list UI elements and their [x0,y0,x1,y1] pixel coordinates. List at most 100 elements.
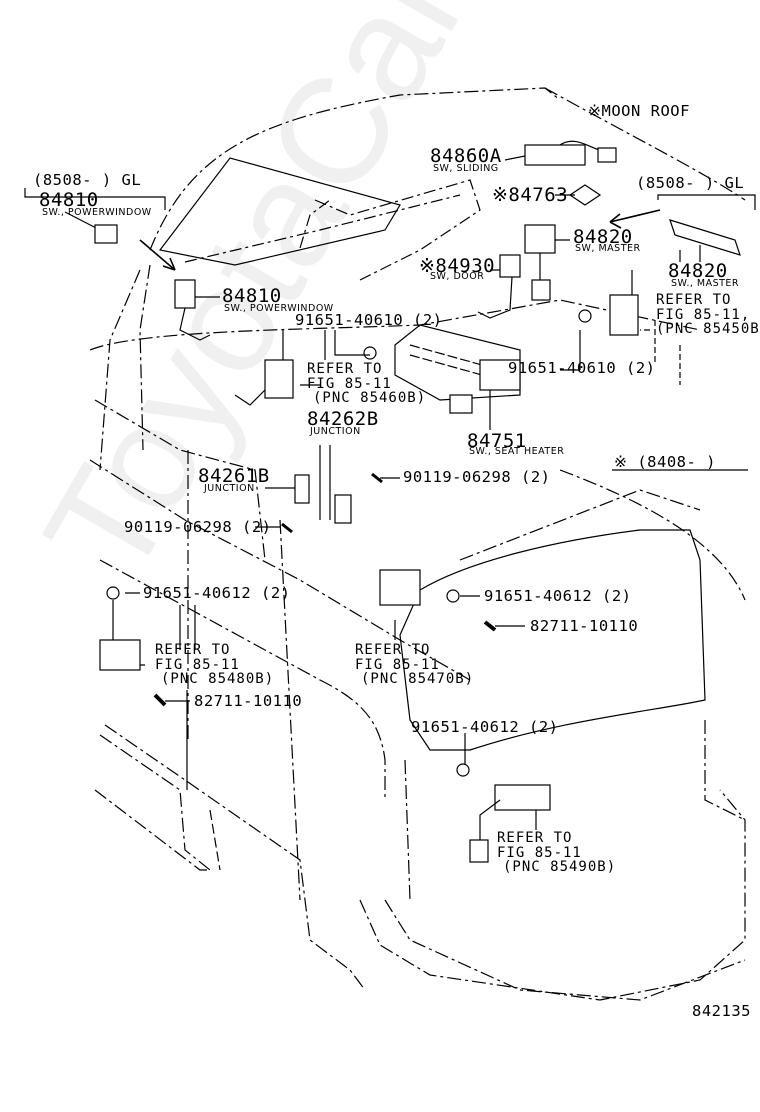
note-8408: ※ (8408- ) [614,453,716,471]
part-name-84751: SW., SEAT HEATER [469,446,565,457]
part-name-84261B: JUNCTION [204,483,255,494]
part-84820-connector [531,279,551,301]
part-84810-harness [179,307,211,341]
lower-sill-2 [99,734,211,871]
bolt-circle-1 [363,346,377,360]
part-screw-06298-a [371,472,383,484]
part-84810-switch [174,279,196,309]
part-number-84930[interactable]: ※84930 [419,255,496,277]
part-number-84763[interactable]: ※84763 [492,184,569,206]
lower-sill-3 [94,789,210,871]
part-84820-switch [524,224,556,254]
roof-interior [314,179,481,281]
part-84763-pad [568,184,602,206]
bolt-40610-a[interactable]: 91651-40610 (2) [295,311,443,329]
clip-10110-b[interactable]: 82711-10110 [530,617,639,635]
ref-85490B-line1: REFER TO [497,830,573,846]
part-number-84820[interactable]: 84820 [573,226,633,248]
center-console [394,324,521,401]
part-84262B-junction [334,494,352,524]
roof-outline [149,87,561,251]
leader-40610-b [560,330,581,371]
part-name-84820-gl: SW., MASTER [671,278,740,289]
part-screw-06298-b [281,522,293,534]
part-number-84810-left[interactable]: 84810 [39,189,99,211]
part-actuator-85470B [379,569,421,606]
part-actuator-85460B-harness [234,389,266,406]
part-number-84262B[interactable]: 84262B [307,408,379,430]
c-pillar [279,519,301,901]
part-84810-left-switch [94,224,118,244]
part-actuator-85480B [99,639,141,671]
screw-06298-b[interactable]: 90119-06298 (2) [124,518,272,536]
part-number-84860A[interactable]: 84860A [430,145,502,167]
part-85490B-connector [469,839,489,863]
ref-85480B-line1: REFER TO [155,642,231,658]
leader-10110-a [165,690,190,790]
bolt-40610-b[interactable]: 91651-40610 (2) [508,359,656,377]
bolt-40612-a[interactable]: 91651-40612 (2) [143,584,291,602]
part-actuator-85450B [609,294,639,336]
tailgate-left [404,759,411,901]
body-lower-left [89,459,471,681]
moon-roof-note: ※MOON ROOF [588,102,690,120]
arrow-to-84810 [139,239,176,271]
part-name-84930: SW, DOOR [430,271,485,282]
wheel-arch [209,809,221,871]
leader-gl-bracket-right [657,194,756,210]
part-84930-switch [499,254,521,278]
body-side-mid [94,399,266,561]
rear-body [559,469,746,601]
part-84860A-switch [524,144,586,166]
ref-85490B[interactable]: REFER TO FIG 85-11 (PNC 85490B) [497,831,616,875]
bolt-circle-2 [578,309,592,323]
bolt-circle-3 [106,586,120,600]
leader-84262B [319,445,331,520]
ref-85460B-line3: (PNC 85460B) [313,390,427,407]
clip-10110-a[interactable]: 82711-10110 [194,692,303,710]
ref-85490B-line2: FIG 85-11 [497,844,582,861]
ref-85490B-line3: (PNC 85490B) [503,859,617,876]
console-lines [409,344,501,381]
part-number-84820-gl[interactable]: 84820 [668,260,728,282]
leader-gl-bracket-left [24,188,166,210]
part-84860A-harness [559,140,601,151]
ref-85450B[interactable]: REFER TO FIG 85-11, (PNC 85450B [656,293,760,337]
screw-06298-a[interactable]: 90119-06298 (2) [403,468,551,486]
rear-window-top [459,489,701,561]
part-name-84262B: JUNCTION [310,426,361,437]
windshield-inner [184,194,461,263]
ref-85480B-line2: FIG 85-11 [155,656,240,673]
ref-85460B[interactable]: REFER TO FIG 85-11 (PNC 85460B) [307,362,426,406]
rear-side-window [99,559,386,800]
ref-85480B-line3: (PNC 85480B) [161,671,275,688]
leader-85450B [640,320,681,385]
part-84261B-junction [294,474,310,504]
part-clip-10110-b [483,620,497,632]
rear-bumper [359,789,746,1001]
part-number-84810[interactable]: 84810 [222,285,282,307]
part-clip-10110-a [153,693,167,707]
bolt-circle-4 [446,589,460,603]
part-number-84261B[interactable]: 84261B [198,465,270,487]
rear-lower [384,899,746,1001]
ref-85450B-line3: (PNC 85450B [656,321,760,338]
ref-85480B[interactable]: REFER TO FIG 85-11 (PNC 85480B) [155,643,274,687]
ref-85450B-line1: REFER TO [656,292,732,308]
ref-85460B-line1: REFER TO [307,361,383,377]
bolt-40612-c[interactable]: 91651-40612 (2) [411,718,559,736]
ref-85450B-line2: FIG 85-11, [656,306,751,323]
part-84751-connector [449,394,473,414]
ref-85470B[interactable]: REFER TO FIG 85-11 (PNC 85470B) [355,643,474,687]
part-number-84751[interactable]: 84751 [467,430,527,452]
part-name-84860A: SW, SLIDING [433,163,499,174]
part-name-84810: SW., POWERWINDOW [224,303,334,314]
bolt-40612-b[interactable]: 91651-40612 (2) [484,587,632,605]
rear-quarter [704,720,746,821]
ref-85470B-line1: REFER TO [355,642,431,658]
part-84751-switch [479,359,521,391]
rear-window [399,529,706,751]
a-pillar-2 [139,264,151,451]
